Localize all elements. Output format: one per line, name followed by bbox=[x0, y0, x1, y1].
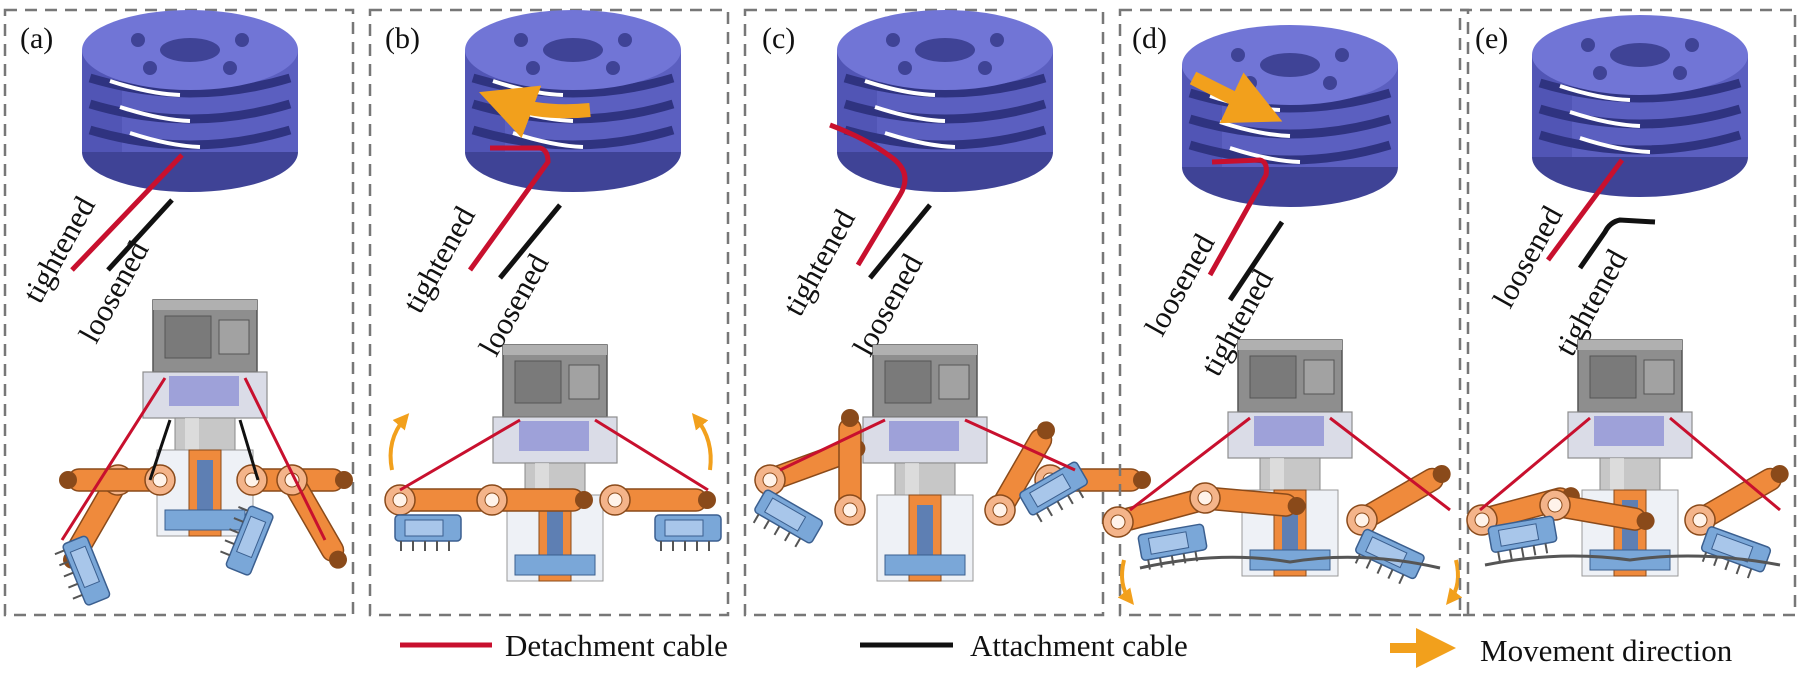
movement-arrow bbox=[691, 413, 713, 471]
panel-label: (e) bbox=[1475, 22, 1508, 55]
panel-label: (a) bbox=[20, 22, 53, 55]
detachment-cable-leg bbox=[60, 377, 327, 541]
panel-c: (c) tightened loosened bbox=[743, 8, 1152, 617]
panel-a: (a) tightened loosened bbox=[3, 8, 357, 617]
leg-right bbox=[599, 484, 722, 552]
foot-right bbox=[1696, 524, 1773, 584]
foot-left bbox=[51, 534, 112, 611]
robot-body bbox=[862, 344, 988, 582]
panel-label: (d) bbox=[1132, 22, 1167, 55]
cable-label-red: tightened bbox=[396, 200, 483, 318]
panel-frame bbox=[1458, 8, 1797, 617]
panel-label: (c) bbox=[762, 22, 795, 55]
panel-frame bbox=[3, 8, 355, 617]
movement-arrow bbox=[1446, 559, 1463, 605]
surface-line bbox=[1139, 555, 1441, 570]
spool bbox=[837, 10, 1053, 192]
attachment-cable bbox=[106, 198, 174, 272]
detachment-cable-leg bbox=[1479, 416, 1781, 512]
robot-body bbox=[492, 344, 618, 582]
cable-label-red: tightened bbox=[776, 203, 863, 321]
cable-label-black: loosened bbox=[72, 235, 156, 349]
attachment-cable-leg bbox=[148, 419, 260, 481]
attachment-cable bbox=[1227, 220, 1285, 302]
foot-left bbox=[1136, 522, 1210, 572]
movement-arrow bbox=[1117, 559, 1134, 605]
foot-left bbox=[747, 487, 825, 554]
attachment-cable bbox=[498, 203, 562, 280]
movement-arrow bbox=[479, 85, 591, 139]
detachment-cable bbox=[70, 153, 184, 272]
robot-body bbox=[142, 299, 268, 537]
panel-b: (b) tightened loosened bbox=[368, 8, 730, 617]
legend: Detachment cable Attachment cable Moveme… bbox=[400, 628, 1733, 668]
panel-frame bbox=[1118, 8, 1470, 617]
legend-movement-label: Movement direction bbox=[1480, 633, 1733, 668]
attachment-cable bbox=[1577, 217, 1656, 270]
legend-attachment-label: Attachment cable bbox=[970, 628, 1188, 663]
detachment-cable bbox=[1207, 157, 1269, 277]
panel-frame bbox=[743, 8, 1105, 617]
detachment-cable bbox=[1545, 158, 1625, 262]
spool bbox=[82, 10, 298, 192]
spool bbox=[465, 10, 681, 192]
leg-left bbox=[747, 408, 871, 554]
legend-detachment-label: Detachment cable bbox=[505, 628, 728, 663]
robot-body bbox=[1227, 339, 1353, 577]
spool bbox=[1532, 15, 1748, 197]
attachment-cable bbox=[868, 203, 932, 280]
panel-e: (e) loosened tightened bbox=[1458, 8, 1797, 617]
detachment-cable bbox=[467, 145, 551, 272]
detachment-cable bbox=[829, 122, 908, 267]
panel-d: (d) loosened tightened bbox=[1098, 8, 1470, 617]
detachment-cable-leg bbox=[779, 418, 1076, 472]
foot-left bbox=[394, 514, 462, 552]
movement-arrow bbox=[1189, 71, 1283, 124]
spool bbox=[1182, 25, 1398, 207]
movement-arrow bbox=[388, 413, 410, 471]
cable-label-red: loosened bbox=[1138, 228, 1222, 342]
cable-label-red: loosened bbox=[1486, 200, 1570, 314]
detachment-cable-leg bbox=[399, 418, 709, 492]
detachment-cable-leg bbox=[1129, 416, 1451, 512]
panel-label: (b) bbox=[385, 22, 420, 55]
surface-line bbox=[1484, 554, 1781, 567]
robot-body bbox=[1567, 339, 1693, 577]
panel-frame bbox=[368, 8, 730, 617]
